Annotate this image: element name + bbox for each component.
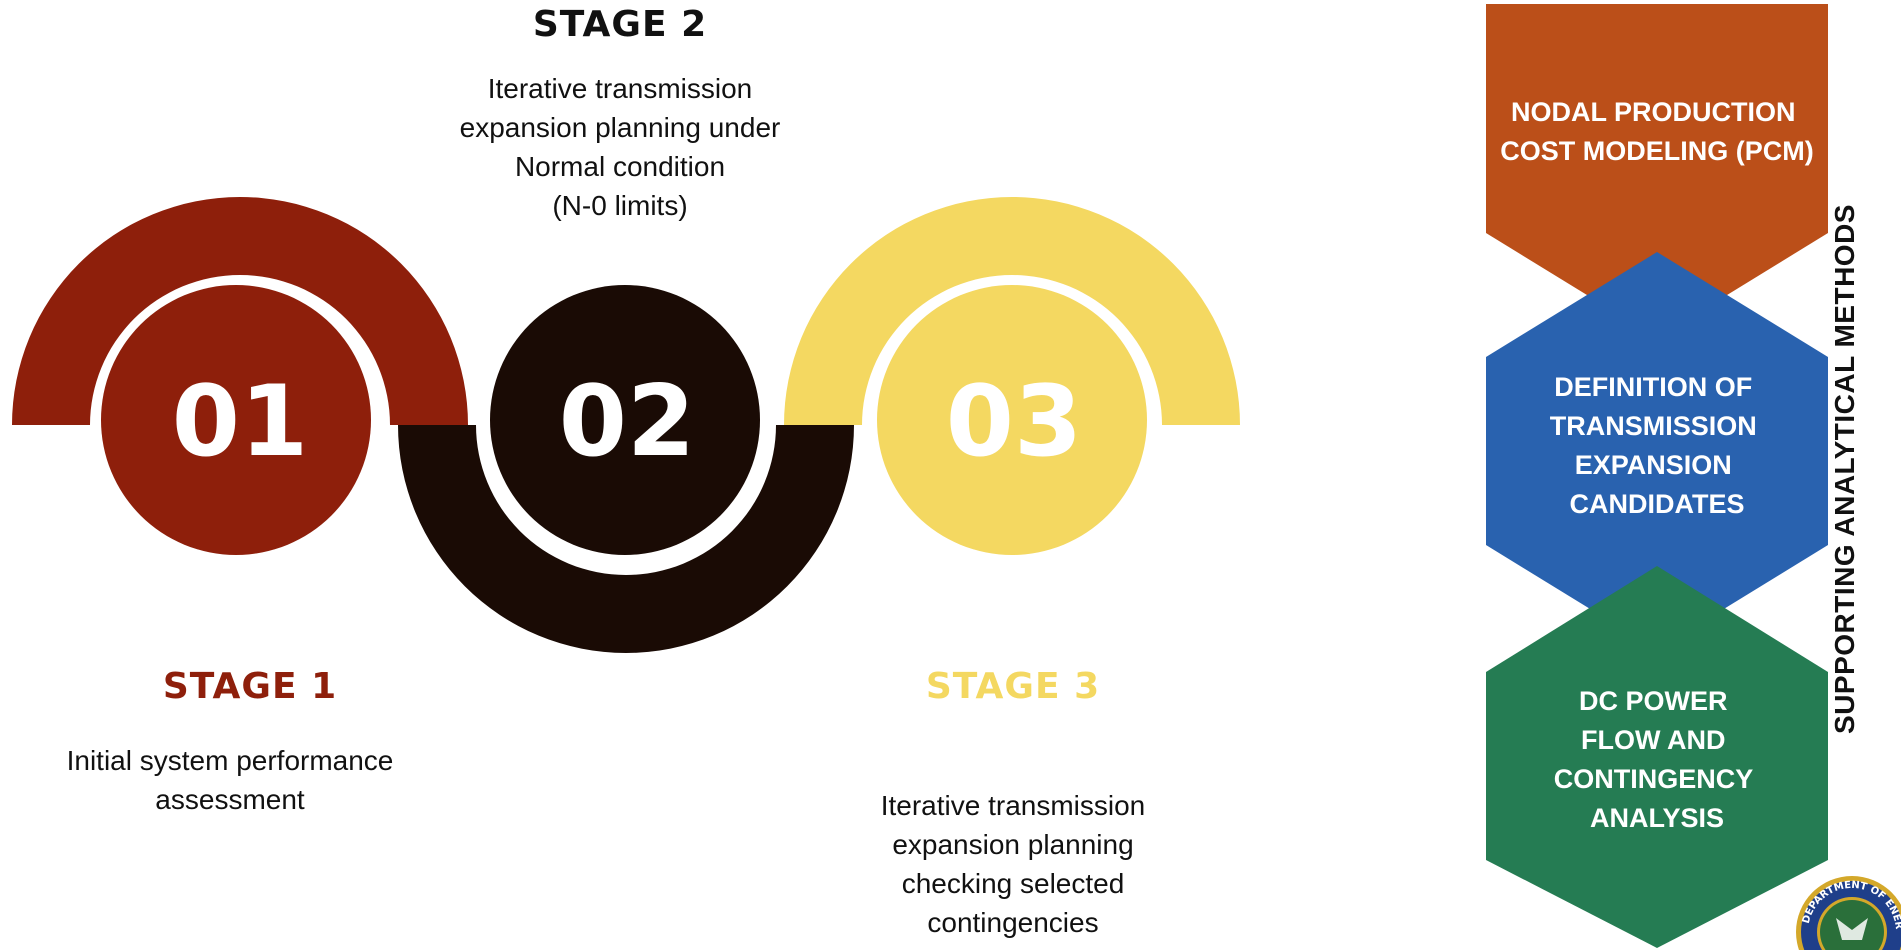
method-hex-contingency	[1486, 566, 1828, 948]
method-contingency-line: CONTINGENCY	[1554, 764, 1753, 794]
stage-2-title: STAGE 2	[532, 4, 708, 45]
stage-3-title: STAGE 3	[925, 666, 1101, 707]
method-candidates-line: TRANSMISSION	[1550, 411, 1757, 441]
method-pcm-line: COST MODELING (PCM)	[1500, 136, 1813, 166]
method-pcm-text: NODAL PRODUCTION COST MODELING (PCM)	[1500, 97, 1813, 166]
stage-2-arc	[398, 425, 854, 653]
stage-1-arc	[12, 197, 468, 425]
stage-1-number: 01	[172, 365, 308, 479]
stage-2-circle	[490, 285, 760, 555]
method-pcm-line: NODAL PRODUCTION	[1511, 97, 1796, 127]
method-contingency-line: ANALYSIS	[1590, 803, 1724, 833]
stage-3-arc	[784, 197, 1240, 425]
stage-3-number: 03	[946, 365, 1082, 479]
method-hex-candidates	[1486, 252, 1828, 650]
method-hex-pcm	[1486, 4, 1828, 338]
stage-3-description: Iterative transmission expansion plannin…	[880, 790, 1146, 938]
supporting-methods-label: SUPPORTING ANALYTICAL METHODS	[1829, 204, 1860, 734]
method-candidates-line: EXPANSION	[1575, 450, 1732, 480]
stage-2-description: Iterative transmission expansion plannin…	[459, 73, 781, 221]
method-contingency-line: DC POWER	[1579, 686, 1728, 716]
method-candidates-line: CANDIDATES	[1570, 489, 1745, 519]
stage-3-circle	[877, 285, 1147, 555]
stage-1-title: STAGE 1	[162, 666, 338, 707]
method-candidates-text: DEFINITION OF TRANSMISSION EXPANSION CAN…	[1550, 372, 1765, 519]
method-contingency-line: FLOW AND	[1581, 725, 1725, 755]
method-candidates-line: DEFINITION OF	[1554, 372, 1752, 402]
stage-2-number: 02	[559, 365, 695, 479]
method-contingency-text: DC POWER FLOW AND CONTINGENCY ANALYSIS	[1554, 686, 1761, 833]
stage-1-circle	[101, 285, 371, 555]
stage-1-description: Initial system performance assessment	[66, 745, 394, 815]
